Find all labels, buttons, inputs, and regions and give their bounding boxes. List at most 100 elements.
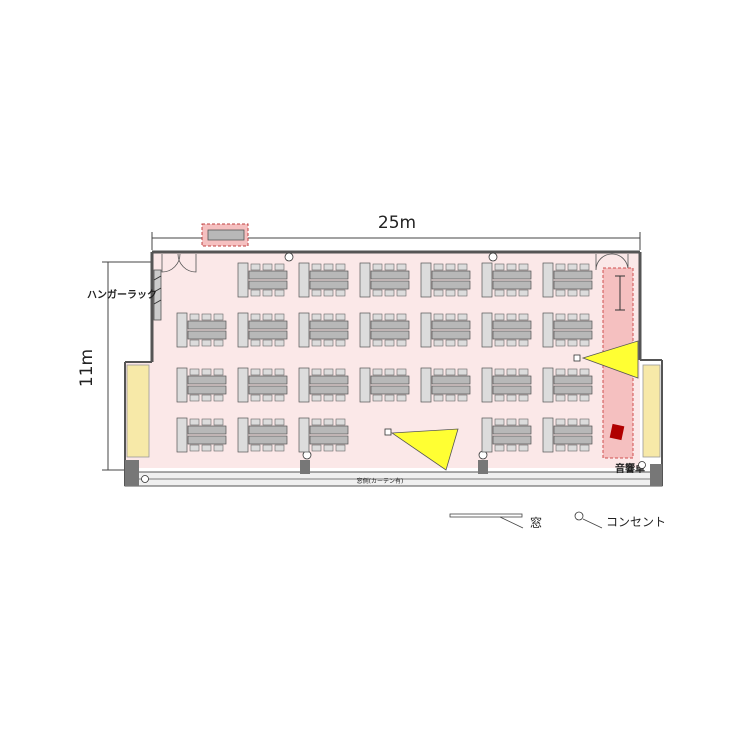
desk-group [481,312,532,348]
desk-group [481,417,532,453]
chair-end [359,262,371,298]
desk [431,330,471,340]
desk [248,320,288,330]
left-side-panel [126,364,150,458]
desk [370,330,410,340]
chair-end [542,262,554,298]
column-mid-left [300,460,310,474]
desk [492,375,532,385]
chair [445,368,456,376]
chair [335,289,346,297]
chair [579,339,590,347]
desk [492,320,532,330]
chair-end [420,312,432,348]
chair [201,339,212,347]
chair [555,263,566,271]
chair [396,368,407,376]
desk [187,435,227,445]
door-left [161,253,197,273]
chair [213,394,224,402]
desk [492,425,532,435]
column-bottom-right [650,464,662,486]
chair [262,418,273,426]
chair-end [298,262,310,298]
chair [311,289,322,297]
chair [262,339,273,347]
chair [201,368,212,376]
chair [335,444,346,452]
desk [187,425,227,435]
desk [187,385,227,395]
hanger-rack-label: ハンガーラック [87,288,157,301]
desk [553,330,593,340]
chair [555,444,566,452]
chair [311,368,322,376]
chair [250,339,261,347]
desk [492,270,532,280]
chair [457,313,468,321]
desk-group [359,367,410,403]
column-mid-right [478,460,488,474]
desk [431,385,471,395]
chair [457,394,468,402]
chair [494,444,505,452]
chair [567,339,578,347]
chair [250,263,261,271]
chair [372,313,383,321]
desk [553,435,593,445]
desk-group [176,417,227,453]
chair [518,289,529,297]
chair [494,289,505,297]
chair [384,368,395,376]
chair [372,289,383,297]
desk [309,270,349,280]
chair [201,313,212,321]
desk [187,375,227,385]
desk-group [420,367,471,403]
chair [189,368,200,376]
desk-group [420,262,471,298]
chair [262,289,273,297]
chair [567,418,578,426]
chair-end [298,367,310,403]
desk [553,375,593,385]
desk-group [542,417,593,453]
chair [518,418,529,426]
chair [262,313,273,321]
chair [445,313,456,321]
chair [201,394,212,402]
chair [433,263,444,271]
chair [274,418,285,426]
desk-group [359,312,410,348]
chair [335,263,346,271]
chair [433,339,444,347]
chair [384,263,395,271]
chair [457,289,468,297]
legend-outlet: コンセント [574,511,666,529]
chair [274,313,285,321]
chair [372,339,383,347]
chair-end [237,367,249,403]
chair [274,368,285,376]
desk [309,435,349,445]
desk-group [298,417,349,453]
chair [445,339,456,347]
chair-end [176,367,188,403]
desk [553,385,593,395]
chair [384,394,395,402]
walls [124,250,663,487]
chair [274,394,285,402]
chair [494,313,505,321]
window-curtain-label: 窓側(カーテン有) [357,477,404,485]
chair-end [542,312,554,348]
chair [213,313,224,321]
chair [445,263,456,271]
chair [213,339,224,347]
chair [323,289,334,297]
chair [445,289,456,297]
desk [187,320,227,330]
desk [492,435,532,445]
chair [311,339,322,347]
chair [250,394,261,402]
chair-end [237,262,249,298]
